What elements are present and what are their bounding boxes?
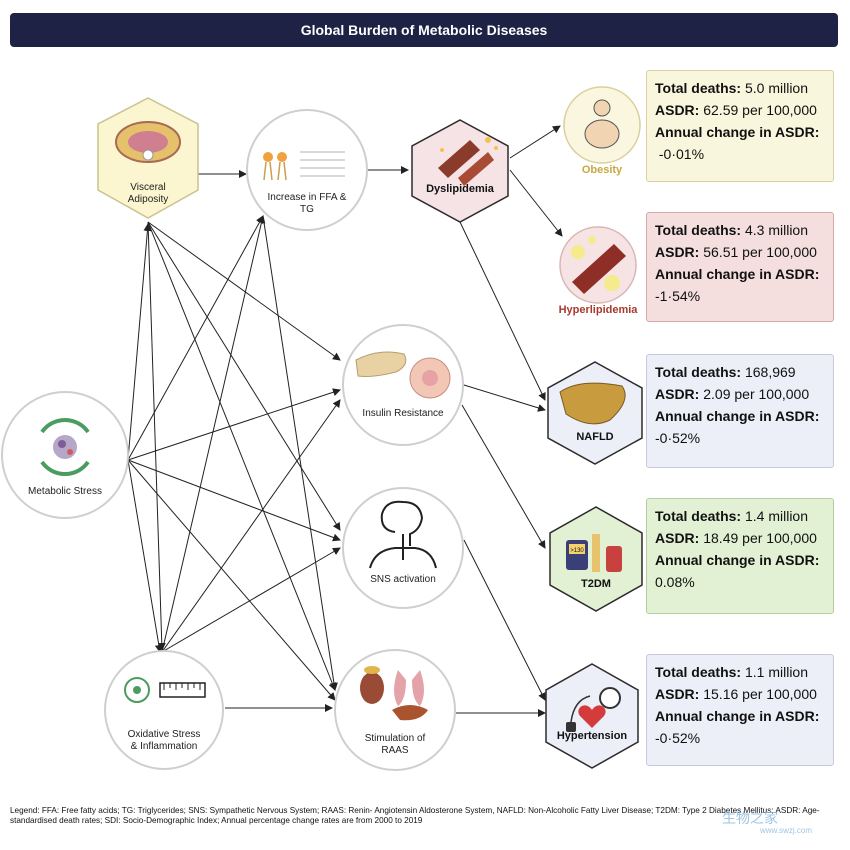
raas-label: Stimulation of RAAS (364, 733, 426, 756)
t2dm-label: T2DM (581, 578, 611, 590)
t2dm-stats: Total deaths: 1.4 million ASDR: 18.49 pe… (646, 498, 834, 614)
inflammation-icon (124, 677, 206, 703)
visceral-adiposity-node (97, 97, 199, 219)
blood-pressure-icon (566, 687, 621, 732)
arrow-metabolic-insulin (127, 388, 341, 461)
arrow-oxidative-ffa (161, 215, 266, 653)
arrow-visceral-sns (147, 221, 341, 531)
hypertension-label: Hypertension (556, 730, 628, 742)
arrow-oxidative-insulin (161, 399, 341, 653)
arrow-ffa-raas (262, 215, 338, 691)
arrow-visceral-oxidative (147, 221, 166, 651)
hypertension-node (545, 663, 639, 769)
sns-activation-label: SNS activation (370, 574, 436, 585)
legend-text: Legend: FFA: Free fatty acids; TG: Trigl… (10, 806, 820, 825)
arrow-sns-hypertension (463, 539, 546, 701)
arrow-dyslipidemia-obesity (509, 125, 561, 159)
obese-person-icon (584, 99, 620, 149)
hyperlipidemia-node (559, 226, 637, 304)
arrow-visceral-insulin (147, 221, 341, 361)
watermark-url: www.swzj.com (760, 826, 813, 835)
arrow-metabolic-oxidative (127, 459, 163, 653)
arrow-insulin-t2dm (461, 404, 546, 549)
arrow-metabolic-sns (127, 459, 341, 542)
arrow-dyslipidemia-nafld (459, 221, 546, 401)
glucose-meter-icon: >130 (566, 534, 622, 572)
obesity-label: Obesity (581, 164, 623, 176)
arrow-metabolic-ffa (127, 215, 264, 461)
arrows (127, 125, 563, 717)
nafld-label: NAFLD (576, 431, 614, 443)
arrow-insulin-nafld (463, 384, 546, 412)
nervous-system-icon (369, 500, 437, 569)
arrow-dyslipidemia-hyperlipidemia (509, 169, 563, 237)
visceral-adiposity-label: Visceral Adiposity (127, 182, 169, 205)
sns-activation-node (342, 487, 464, 609)
insulin-resistance-label: Insulin Resistance (362, 408, 444, 419)
metabolic-stress-node (1, 391, 129, 519)
oxidative-stress-node (104, 650, 224, 770)
dyslipidemia-label: Dyslipidemia (426, 183, 494, 195)
cycle-icon (40, 418, 90, 476)
artery-plaque-icon (438, 137, 498, 186)
obesity-stats: Total deaths: 5.0 million ASDR: 62.59 pe… (646, 70, 834, 182)
insulin-resistance-node (342, 324, 464, 446)
ffa-tg-node (246, 109, 368, 231)
hyperlipidemia-label: Hyperlipidemia (558, 304, 638, 316)
hyperlipidemia-stats: Total deaths: 4.3 million ASDR: 56.51 pe… (646, 212, 834, 322)
organs-icon (360, 666, 428, 721)
page-title: Global Burden of Metabolic Diseases (300, 22, 548, 38)
dyslipidemia-node (411, 119, 509, 223)
arrow-metabolic-raas (127, 459, 336, 701)
title-bar: Global Burden of Metabolic Diseases (10, 13, 838, 47)
blood-vessel-icon (571, 236, 626, 294)
arrow-metabolic-visceral (127, 223, 152, 461)
pancreas-icon (355, 351, 451, 399)
arrow-visceral-raas (147, 221, 337, 691)
hypertension-stats: Total deaths: 1.1 million ASDR: 15.16 pe… (646, 654, 834, 766)
metabolic-stress-label: Metabolic Stress (28, 486, 102, 497)
nafld-node (547, 361, 643, 465)
ffa-tg-label: Increase in FFA & TG (267, 192, 347, 215)
obesity-node (563, 86, 641, 164)
arrow-oxidative-sns (161, 547, 341, 653)
oxidative-stress-label: Oxidative Stress & Inflammation (127, 729, 201, 752)
fatty-liver-icon (559, 382, 626, 425)
t2dm-node: >130 (549, 506, 643, 612)
raas-node (334, 649, 456, 771)
svg-text:>130: >130 (570, 548, 584, 554)
nafld-stats: Total deaths: 168,969 ASDR: 2.09 per 100… (646, 354, 834, 468)
watermark: 生物之家 (722, 810, 778, 826)
lipid-molecules-icon (263, 151, 345, 181)
